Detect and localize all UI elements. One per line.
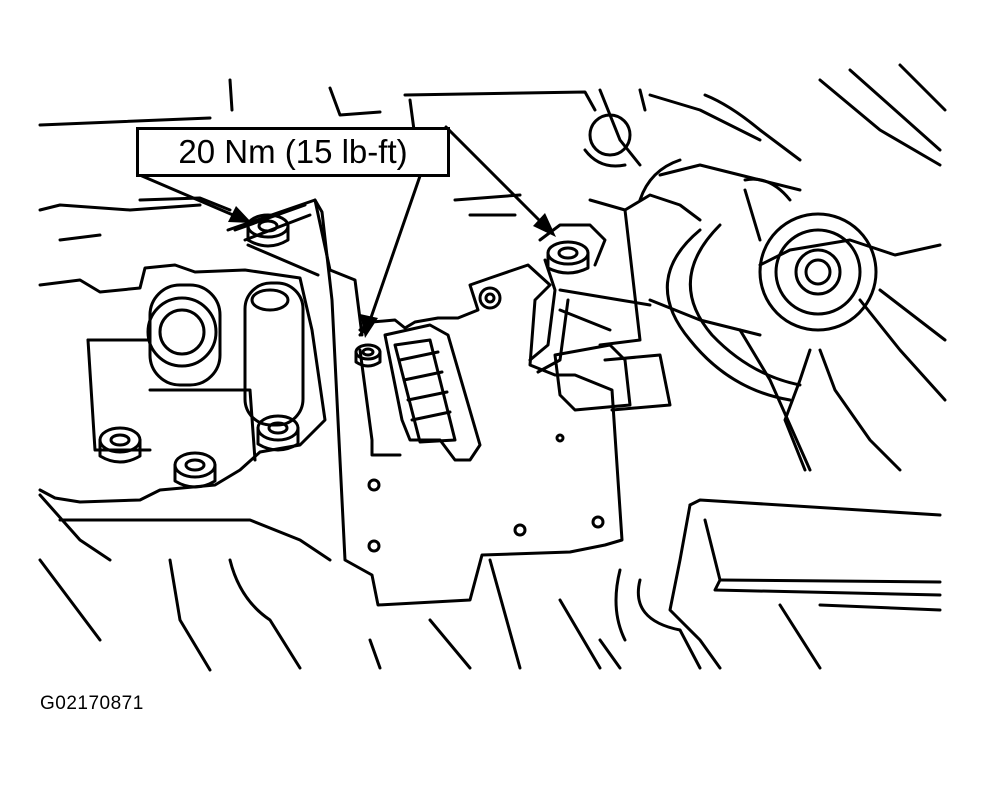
air-duct bbox=[598, 498, 942, 670]
figure-id: G02170871 bbox=[40, 693, 144, 714]
valve-body bbox=[38, 263, 327, 504]
bracket-holes bbox=[367, 286, 605, 553]
module-bracket bbox=[226, 198, 624, 607]
arrowhead-right bbox=[533, 213, 556, 237]
bolt-right bbox=[528, 223, 607, 374]
torque-spec-callout: 20 Nm (15 lb-ft) bbox=[136, 127, 450, 177]
bolt-middle bbox=[354, 343, 382, 368]
arrowhead-left bbox=[228, 206, 252, 223]
module-connector bbox=[383, 323, 482, 462]
arrowhead-middle bbox=[360, 314, 378, 338]
right-components bbox=[553, 88, 947, 472]
bolt-lower-right bbox=[256, 414, 300, 452]
bolt-top-left bbox=[246, 213, 290, 248]
bolt-lower-left bbox=[98, 426, 142, 464]
lower-linework bbox=[38, 493, 602, 672]
bolt-lower-middle bbox=[173, 451, 217, 489]
callout-arrows bbox=[140, 125, 556, 338]
